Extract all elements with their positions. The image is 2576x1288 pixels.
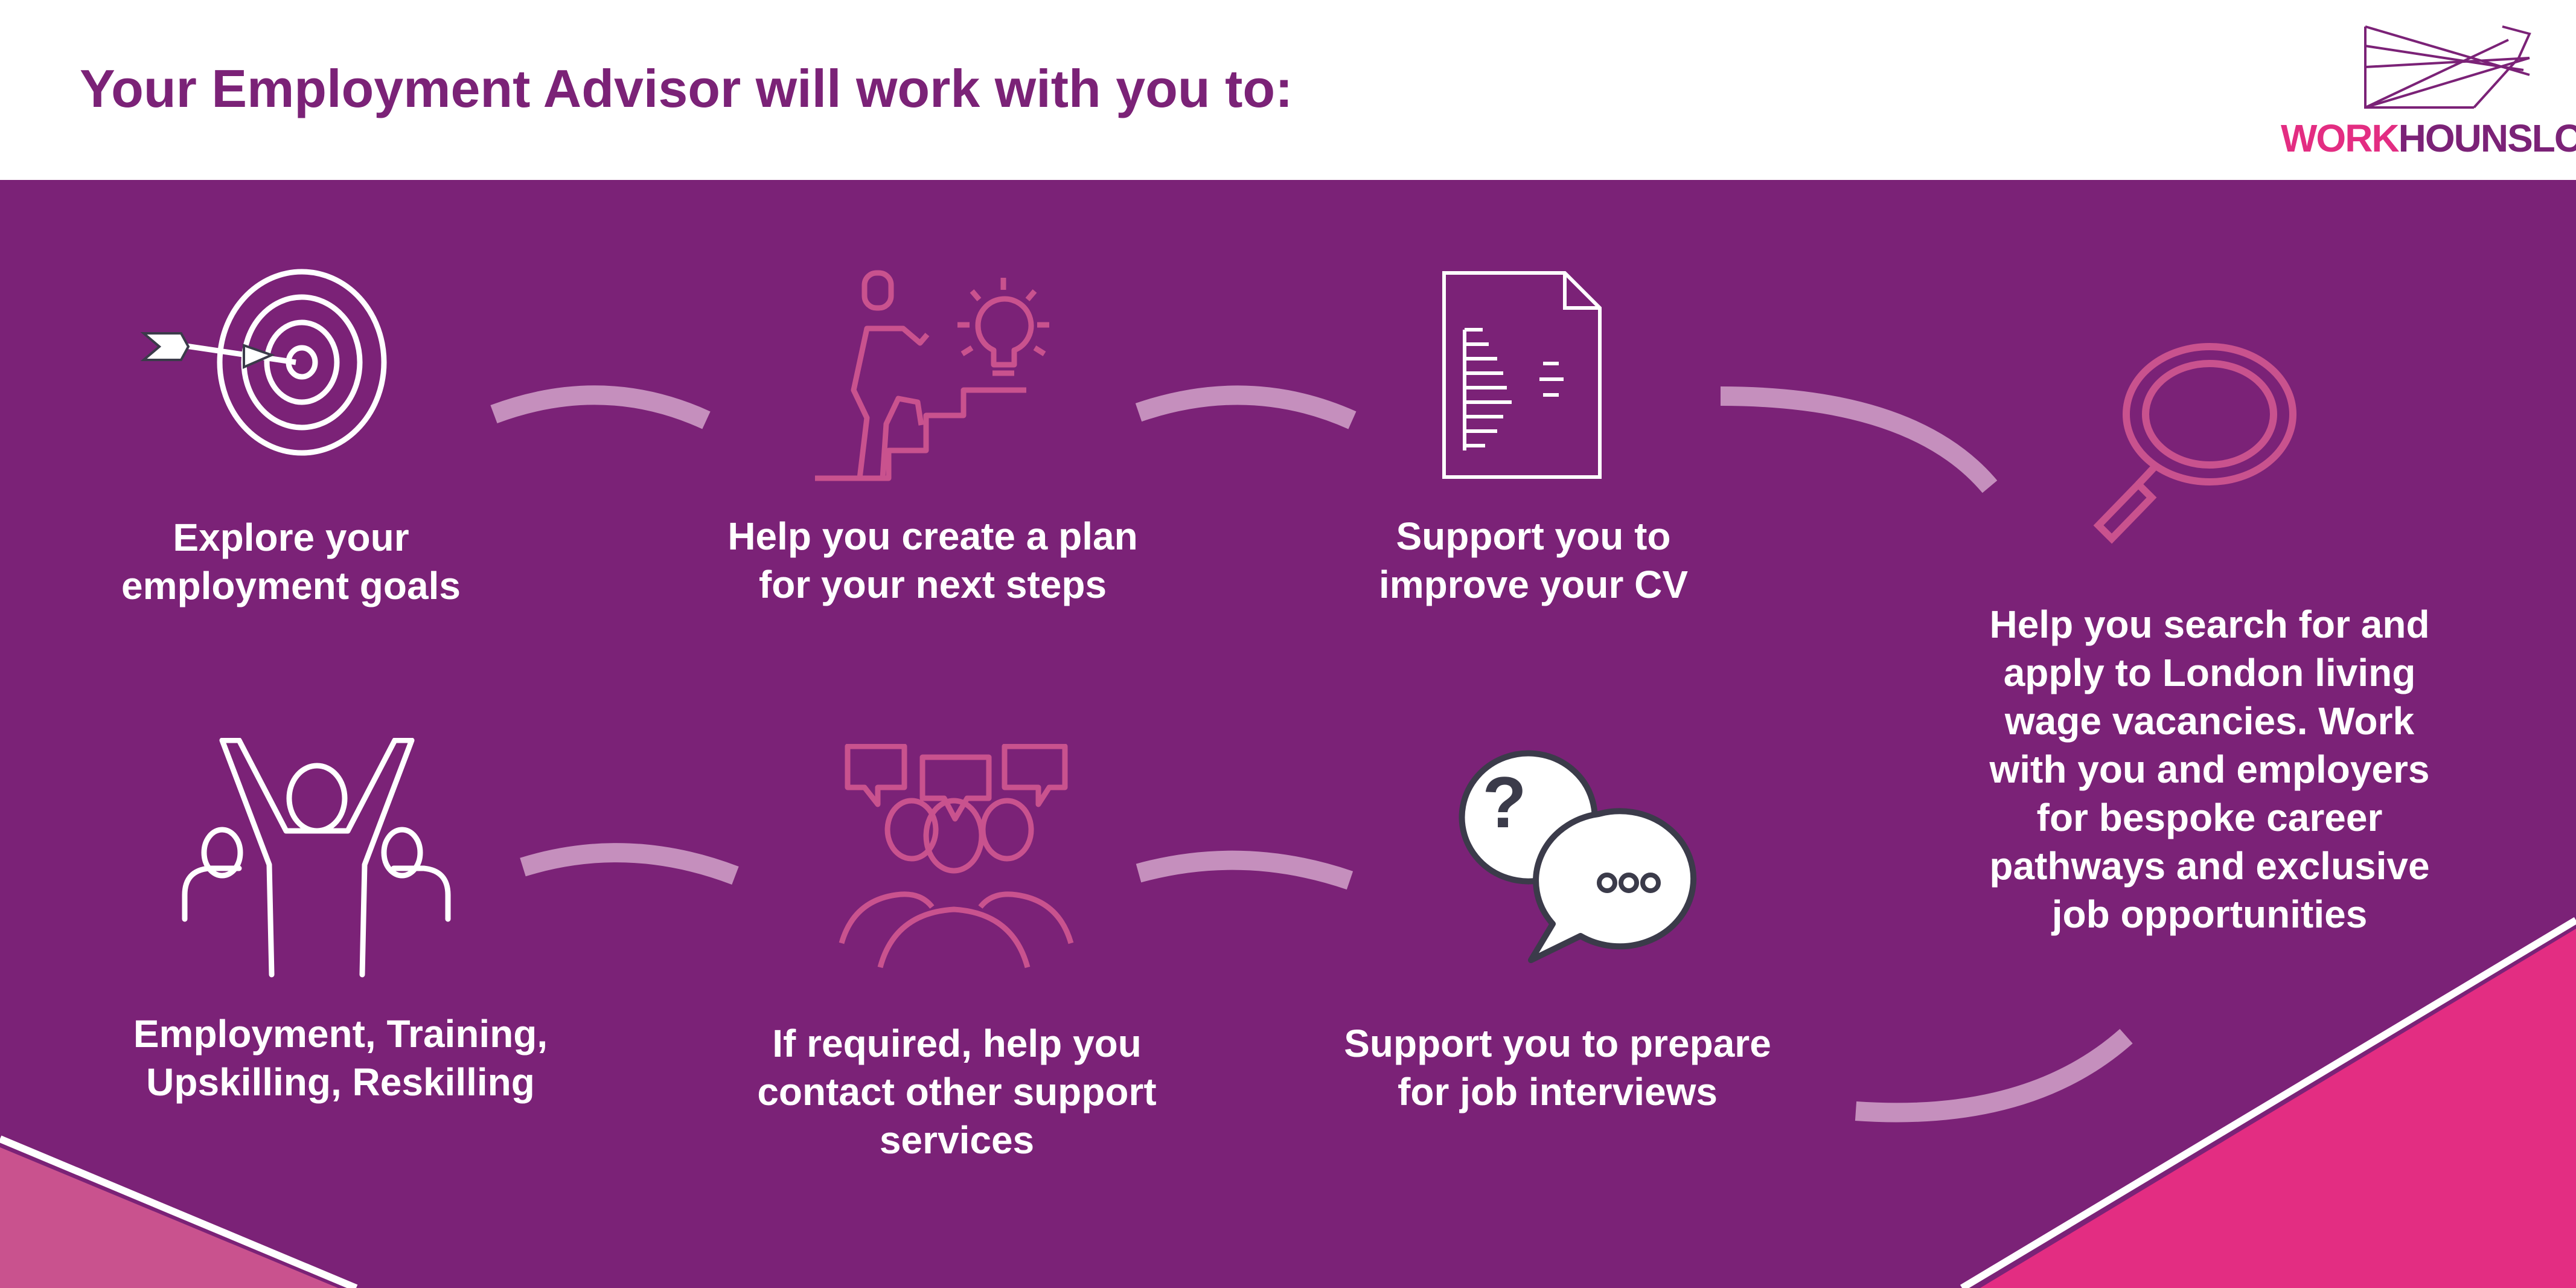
- step-label-employment-training: Employment, Training, Upskilling, Reskil…: [99, 1010, 582, 1106]
- corner-shape-left: [0, 1147, 338, 1288]
- svg-text:?: ?: [1482, 762, 1526, 843]
- label-line: job opportunities: [2051, 892, 2368, 936]
- interview-chat-bubbles-icon: ?: [1459, 750, 1697, 963]
- work-hounslow-logo-mark-icon: [2364, 25, 2531, 109]
- label-line: Support you to prepare: [1344, 1022, 1771, 1065]
- connector-3: [1720, 386, 1998, 493]
- label-line: services: [879, 1118, 1035, 1162]
- label-line: pathways and exclusive: [1989, 844, 2430, 888]
- label-line: Explore your: [173, 516, 409, 559]
- step-label-explore-goals: Explore your employment goals: [80, 513, 502, 610]
- step-label-job-interviews: Support you to prepare for job interview…: [1310, 1019, 1805, 1116]
- label-line: Upskilling, Reskilling: [146, 1060, 535, 1104]
- label-line: employment goals: [121, 564, 461, 607]
- connector-5: [1136, 850, 1354, 890]
- label-line: wage vacancies. Work: [2004, 699, 2415, 743]
- connector-6: [520, 843, 739, 885]
- label-line: for job interviews: [1398, 1070, 1718, 1113]
- header: Your Employment Advisor will work with y…: [0, 0, 2576, 180]
- label-line: If required, help you: [772, 1022, 1142, 1065]
- corner-stripe-right: [1960, 917, 2576, 1288]
- page-title: Your Employment Advisor will work with y…: [80, 59, 1293, 118]
- label-line: for your next steps: [758, 563, 1107, 606]
- magnifying-glass-icon: [2093, 343, 2296, 544]
- connector-2: [1135, 385, 1357, 429]
- step-label-support-services: If required, help you contact other supp…: [718, 1019, 1195, 1164]
- target-dart-icon: [140, 269, 387, 456]
- cv-document-icon: [1442, 271, 1602, 479]
- corner-stripe-left: [0, 1135, 358, 1288]
- label-line: contact other support: [757, 1070, 1157, 1113]
- label-line: Help you create a plan: [727, 514, 1138, 558]
- label-line: apply to London living: [2003, 651, 2416, 694]
- label-line: improve your CV: [1378, 563, 1689, 606]
- label-line: Help you search for and: [1989, 603, 2430, 646]
- label-line: Employment, Training,: [133, 1012, 548, 1056]
- logo-work-text: WORK: [2281, 117, 2400, 160]
- label-line: Support you to: [1396, 514, 1671, 558]
- steps-panel: ? Explore: [0, 180, 2576, 1288]
- panel-decoration: [0, 385, 2576, 1288]
- logo-hounslow-text: HOUNSLOW: [2398, 117, 2576, 160]
- step-label-create-plan: Help you create a plan for your next ste…: [694, 512, 1171, 609]
- climbing-stairs-lightbulb-icon: [815, 270, 1049, 481]
- connector-4: [1855, 1029, 2133, 1123]
- step-label-improve-cv: Support you to improve your CV: [1322, 512, 1745, 609]
- connector-1: [490, 385, 711, 429]
- label-line: with you and employers: [1989, 748, 2430, 791]
- support-group-speech-icon: [839, 744, 1074, 969]
- label-line: for bespoke career: [2036, 796, 2383, 839]
- work-hounslow-logo: WORKHOUNSLOW: [2281, 116, 2576, 161]
- celebrating-people-icon: [182, 738, 451, 978]
- corner-shape-right: [1980, 929, 2576, 1288]
- step-label-search-vacancies: Help you search for and apply to London …: [1956, 600, 2463, 938]
